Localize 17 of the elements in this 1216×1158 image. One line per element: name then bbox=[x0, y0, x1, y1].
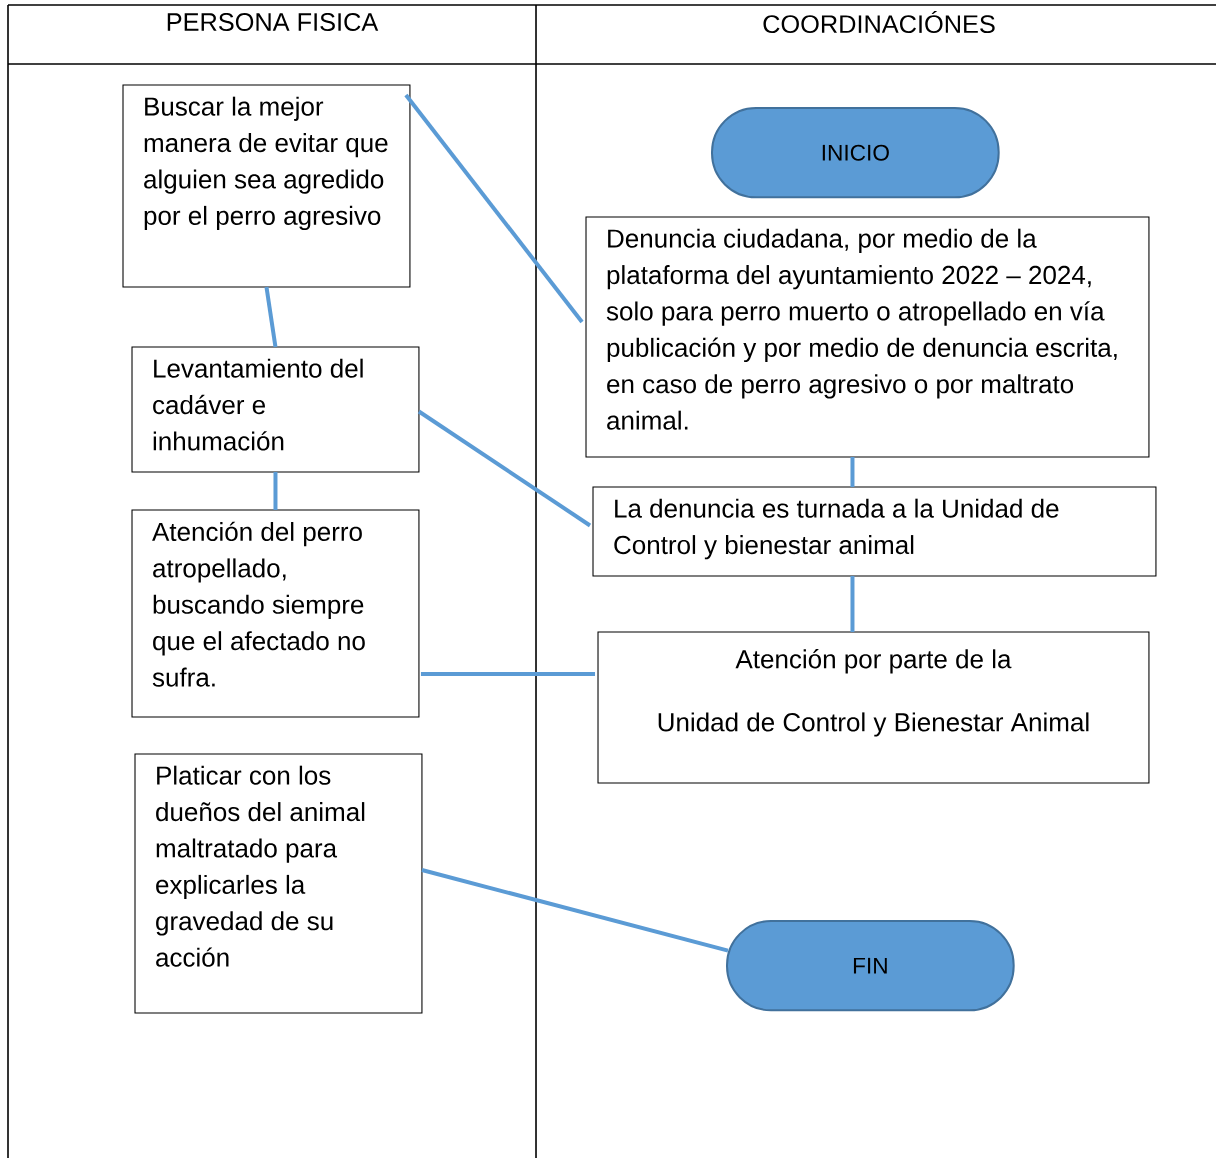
process-box: Atención del perro atropellado, buscando siempre que el afectado no sufra. bbox=[131, 509, 420, 718]
connector-line bbox=[850, 457, 855, 487]
connector-line bbox=[420, 672, 595, 677]
column-header: PERSONA FISICA bbox=[167, 13, 379, 31]
process-box: Buscar la mejor manera de evitar que alguien sea agredido por el perro agresivo bbox=[122, 84, 411, 288]
process-box: Denuncia ciudadana, por medio de la plataforma del ayuntamiento 2022 – 2024, solo para perro muerto o atropellado en vía publicación y por medio de denuncia escrita, en caso de perro agresivo o por maltrato animal. bbox=[585, 216, 1150, 458]
connector-line bbox=[417, 409, 592, 528]
connector-line bbox=[850, 575, 855, 632]
process-box: Atención por parte de la Unidad de Control y Bienestar Animal bbox=[597, 631, 1150, 784]
process-box: Platicar con los dueños del animal maltratado para explicarles la gravedad de su acción bbox=[134, 753, 423, 1014]
connector-line bbox=[404, 93, 584, 324]
connector-line bbox=[273, 471, 278, 510]
process-box: Levantamiento del cadáver e inhumación bbox=[131, 346, 420, 473]
column-header: COORDINACIÓNES bbox=[763, 10, 995, 34]
process-box: La denuncia es turnada a la Unidad de Control y bienestar animal bbox=[592, 486, 1157, 577]
connector-line bbox=[421, 868, 729, 953]
connector-line bbox=[264, 286, 278, 348]
